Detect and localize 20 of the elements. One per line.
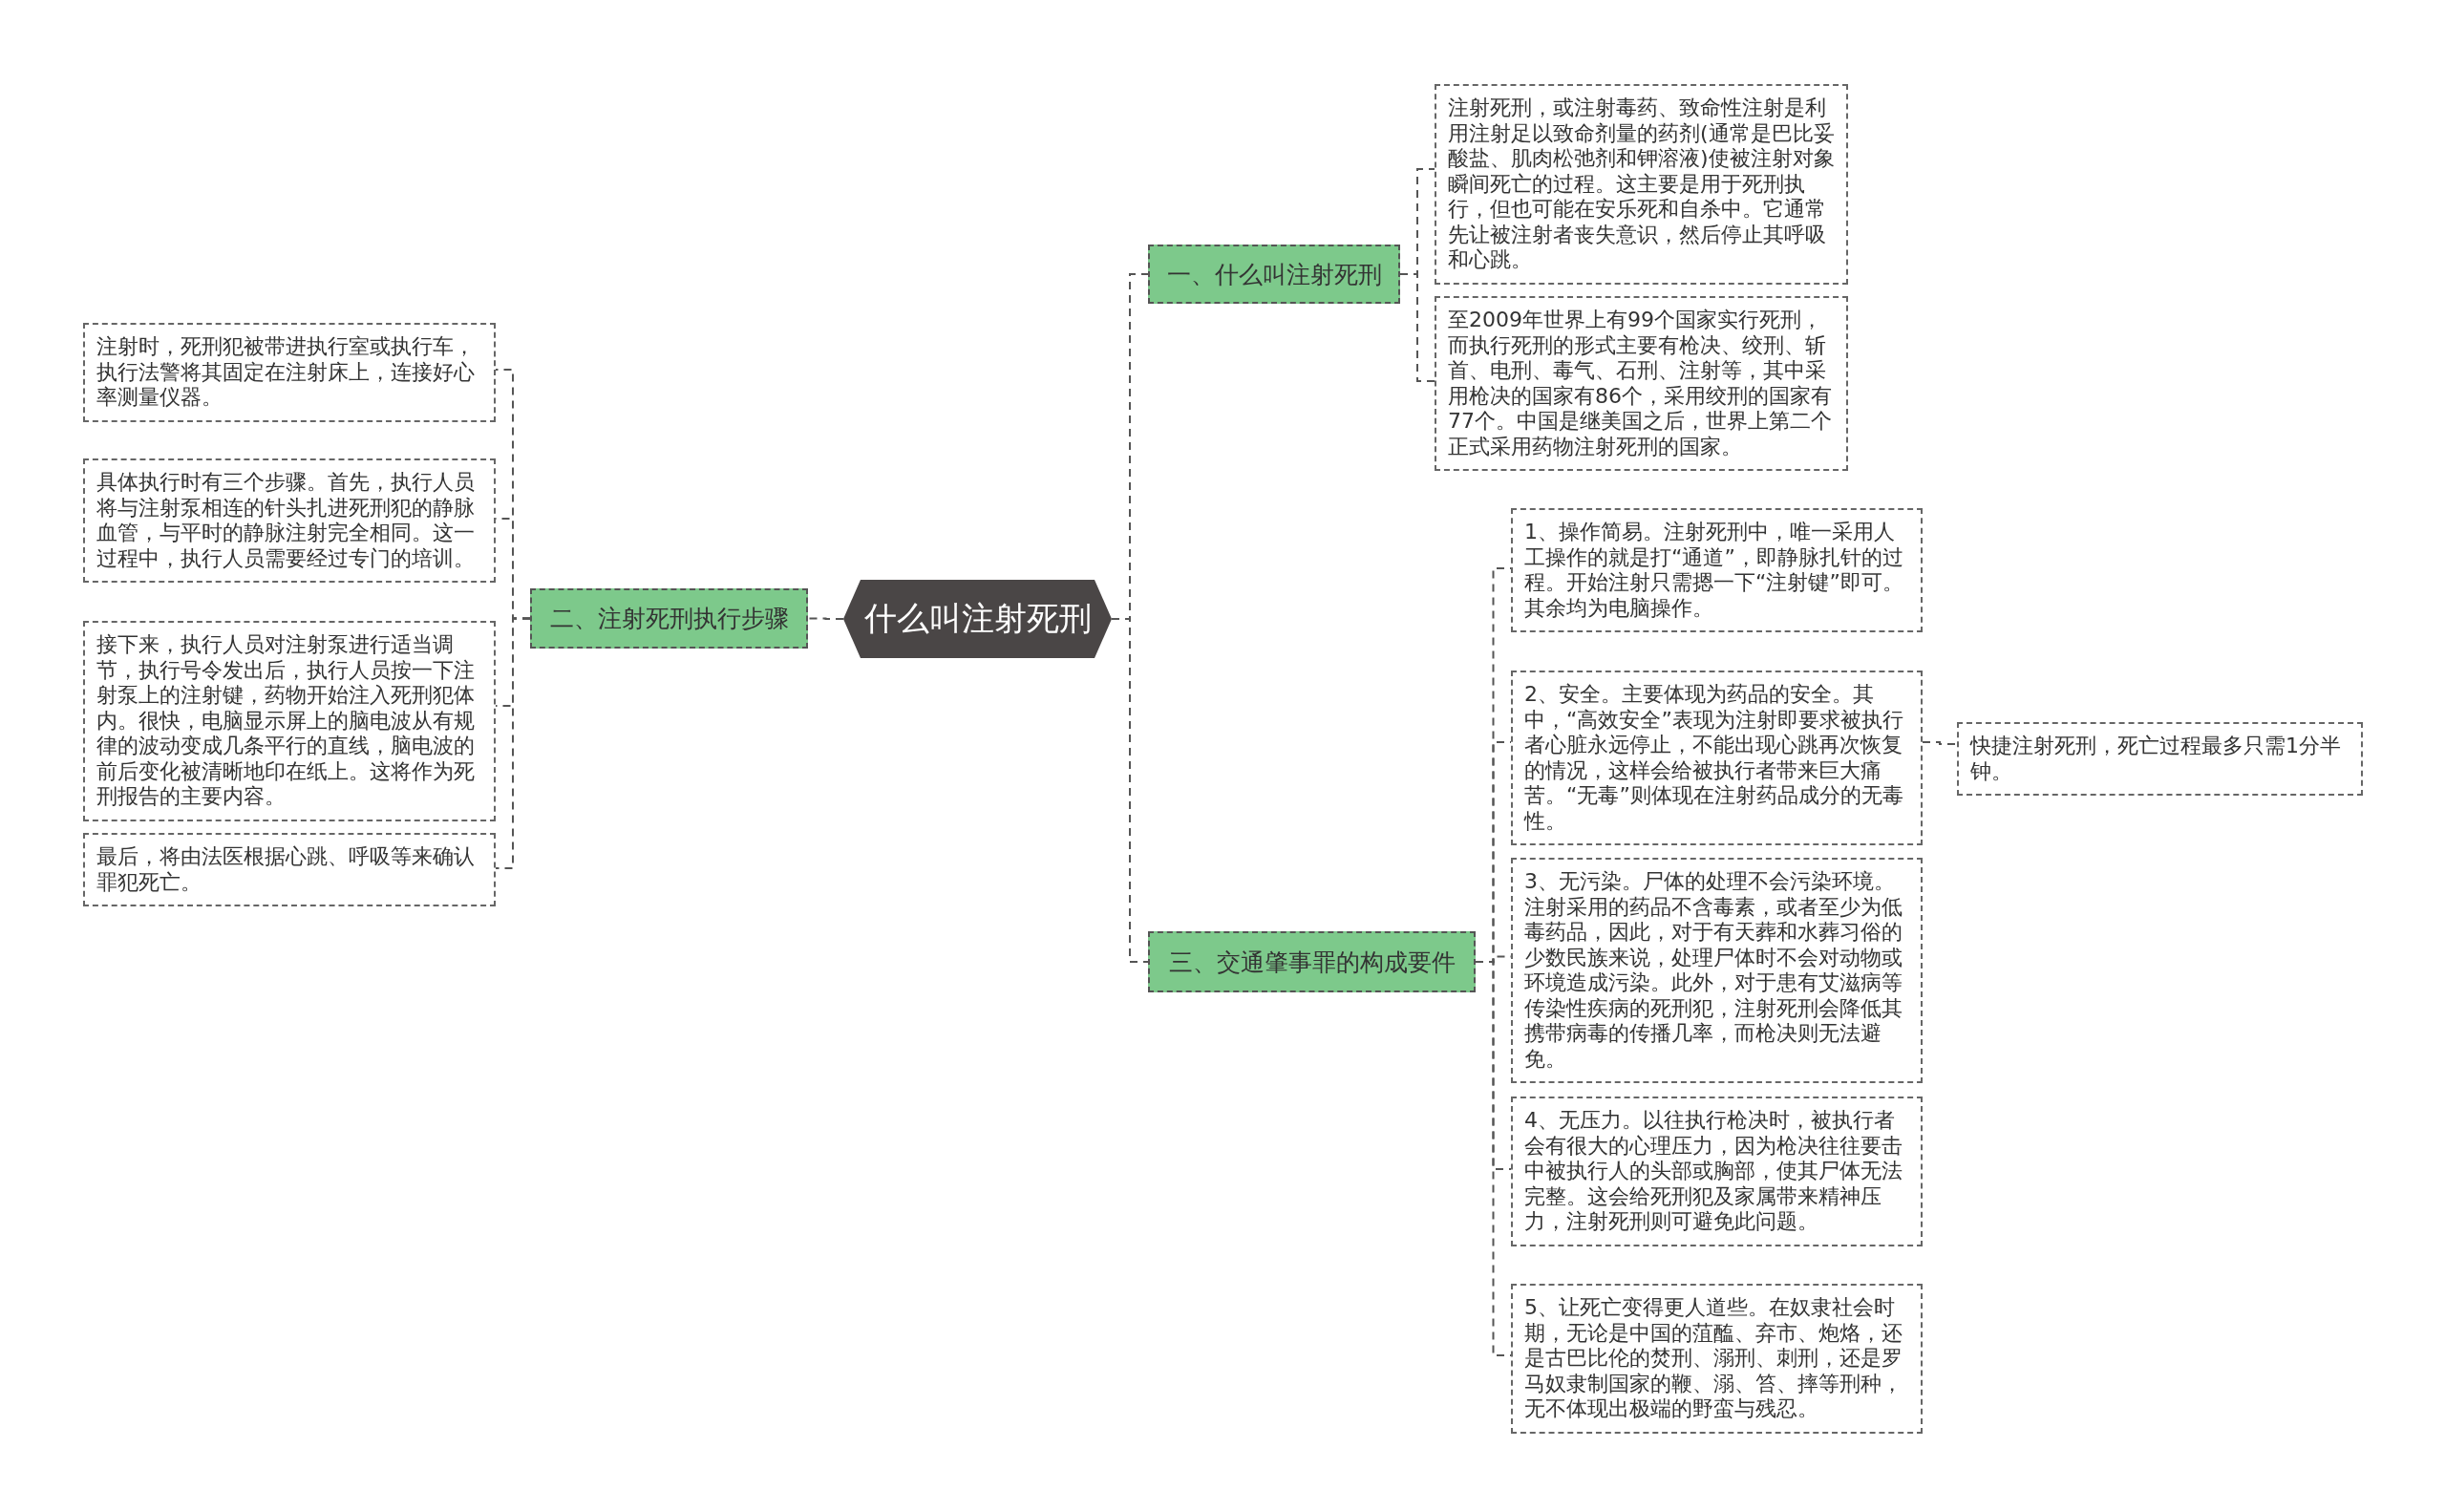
text-box: 3、无污染。尸体的处理不会污染环境。注射采用的药品不含毒素，或者至少为低毒药品，因此，对于有天葬和水葬习俗的少数民族来说，处理尸体时不会对动物或环境造成污染。此外，对于患有艾滋病等传染性疾病的死刑犯，注射死刑会降低其携带病毒的传播几率，而枪决则无法避免。 xyxy=(1511,858,1923,1083)
text-box: 最后，将由法医根据心跳、呼吸等来确认罪犯死亡。 xyxy=(83,833,496,906)
topic-box: 二、注射死刑执行步骤 xyxy=(530,588,808,649)
text-box: 注射时，死刑犯被带进执行室或执行车，执行法警将其固定在注射床上，连接好心率测量仪器。 xyxy=(83,323,496,422)
topic-box: 一、什么叫注射死刑 xyxy=(1148,245,1400,304)
text-box: 注射死刑，或注射毒药、致命性注射是利用注射足以致命剂量的药剂(通常是巴比妥酸盐、肌肉松弛剂和钾溶液)使被注射对象瞬间死亡的过程。这主要是用于死刑执行，但也可能在安乐死和自杀中。它通常先让被注射者丧失意识，然后停止其呼吸和心跳。 xyxy=(1435,84,1848,285)
text-box: 具体执行时有三个步骤。首先，执行人员将与注射泵相连的针头扎进死刑犯的静脉血管，与平时的静脉注射完全相同。这一过程中，执行人员需要经过专门的培训。 xyxy=(83,458,496,583)
text-box: 至2009年世界上有99个国家实行死刑，而执行死刑的形式主要有枪决、绞刑、斩首、电刑、毒气、石刑、注射等，其中采用枪决的国家有86个，采用绞刑的国家有77个。中国是继美国之后，世界上第二个正式采用药物注射死刑的国家。 xyxy=(1435,296,1848,471)
connector-line xyxy=(1399,273,1435,382)
connector-line xyxy=(1922,741,1958,745)
topic-hexagon: 什么叫注射死刑 xyxy=(843,580,1112,658)
connector-line xyxy=(807,617,844,620)
text-box: 5、让死亡变得更人道些。在奴隶社会时期，无论是中国的菹醢、弃市、炮烙，还是古巴比伦的焚刑、溺刑、刺刑，还是罗马奴隶制国家的鞭、溺、笞、摔等刑种，无不体现出极端的野蛮与残忍。 xyxy=(1511,1284,1923,1434)
text-box: 快捷注射死刑，死亡过程最多只需1分半钟。 xyxy=(1957,722,2363,796)
text-box: 1、操作简易。注射死刑中，唯一采用人工操作的就是打“通道”，即静脉扎针的过程。开始注射只需摁一下“注射键”即可。其余均为电脑操作。 xyxy=(1511,508,1923,632)
connector-line xyxy=(495,617,531,869)
text-box: 4、无压力。以往执行枪决时，被执行者会有很大的心理压力，因为枪决往往要击中被执行人的头部或胸部，使其尸体无法完整。这会给死刑犯及家属带来精神压力，注射死刑则可避免此问题。 xyxy=(1511,1097,1923,1246)
text-box: 2、安全。主要体现为药品的安全。其中，“高效安全”表现为注射即要求被执行者心脏永远停止，不能出现心跳再次恢复的情况，这样会给被执行者带来巨大痛苦。“无毒”则体现在注射药品成分的无毒性。 xyxy=(1511,671,1923,845)
text-box: 接下来，执行人员对注射泵进行适当调节，执行号令发出后，执行人员按一下注射泵上的注射键，药物开始注入死刑犯体内。很快，电脑显示屏上的脑电波从有规律的波动变成几条平行的直线，脑电波的前后变化被清晰地印在纸上。这将作为死刑报告的主要内容。 xyxy=(83,621,496,821)
topic-box: 三、交通肇事罪的构成要件 xyxy=(1148,931,1476,992)
